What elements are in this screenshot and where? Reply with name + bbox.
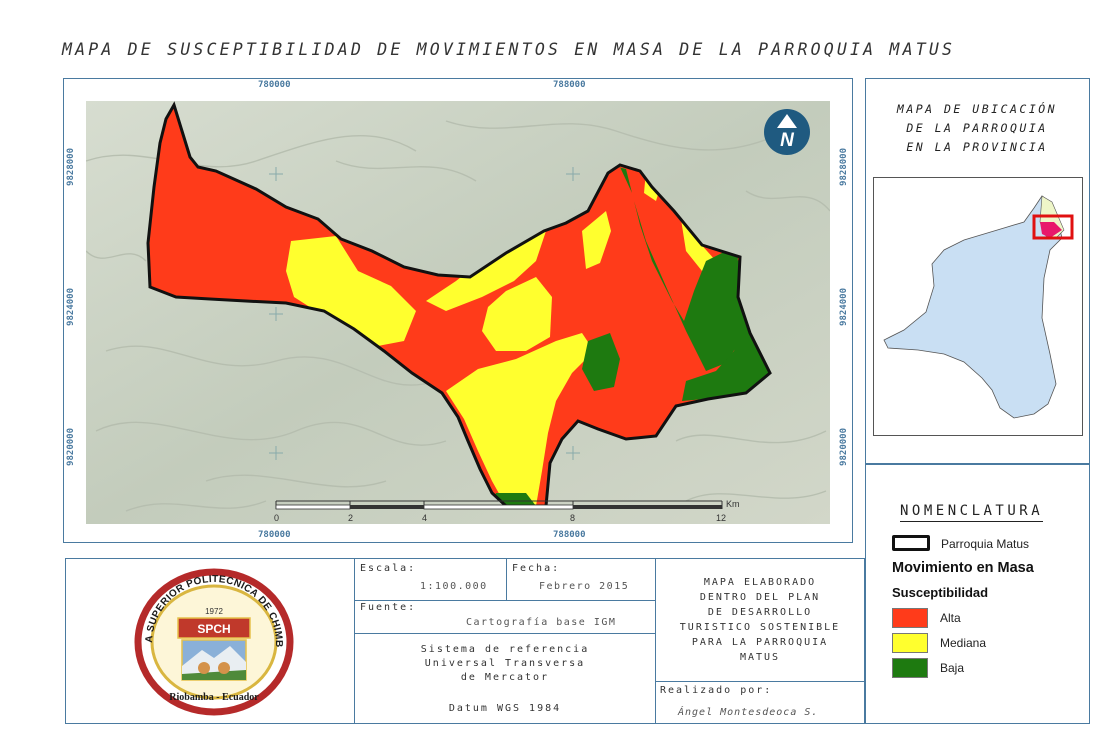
realizado-label: Realizado por: <box>660 685 773 696</box>
coord-bottom-1: 780000 <box>258 530 291 540</box>
legend-title: NOMENCLATURA <box>900 503 1044 522</box>
parish-locator-box <box>1032 214 1074 240</box>
fuente-value: Cartografía base IGM <box>466 617 617 628</box>
info-divider-v3 <box>655 558 656 724</box>
coord-left-2: 9824000 <box>66 288 76 326</box>
scale-unit: Km <box>726 499 740 509</box>
legend-subheading: Susceptibilidad <box>892 585 989 600</box>
sistema-line-3: de Mercator <box>460 672 550 683</box>
zone-baja <box>610 165 746 371</box>
institution-logo: ESCUELA SUPERIOR POLITECNICA DE CHIMBORA… <box>118 554 306 722</box>
info-divider-h3 <box>655 681 865 682</box>
scale-tick-0: 0 <box>274 513 280 523</box>
sistema-line-1: Sistema de referencia <box>420 644 590 655</box>
zone-mediana <box>482 277 552 351</box>
coord-right-2: 9824000 <box>839 288 849 326</box>
legend-frame <box>865 464 1090 724</box>
scale-tick-12: 12 <box>716 513 727 523</box>
relief-lines <box>86 120 830 512</box>
legend-swatch-mediana <box>892 633 928 653</box>
info-divider-h2 <box>354 633 655 634</box>
map-title: MAPA DE SUSCEPTIBILIDAD DE MOVIMIENTOS E… <box>62 40 956 59</box>
legend-heading: Movimiento en Masa <box>892 560 1034 576</box>
coord-top-1: 780000 <box>258 80 291 90</box>
scale-tick-8: 8 <box>570 513 576 523</box>
zone-mediana <box>582 211 611 269</box>
legend-boundary-swatch <box>892 535 930 551</box>
legend-label-alta: Alta <box>940 611 961 625</box>
legend-swatch-alta <box>892 608 928 628</box>
fuente-label: Fuente: <box>360 602 417 613</box>
logo-initials: SPCH <box>197 622 230 636</box>
elaborado-line-6: MATUS <box>739 652 781 663</box>
locator-title: MAPA DE UBICACIÓN DE LA PARROQUIA EN LA … <box>866 100 1088 157</box>
sistema-referencia: Sistema de referencia Universal Transver… <box>356 643 654 685</box>
fecha-label: Fecha: <box>512 563 561 574</box>
coord-top-2: 788000 <box>553 80 586 90</box>
parish-highlight <box>1040 222 1062 238</box>
logo-bottom-text: Riobamba - Ecuador <box>169 692 259 703</box>
north-arrow-icon: N <box>763 108 811 156</box>
zone-mediana <box>426 229 546 311</box>
escala-value: 1:100.000 <box>420 581 488 592</box>
info-divider-v1 <box>354 558 355 724</box>
locator-title-line-1: MAPA DE UBICACIÓN <box>896 102 1058 116</box>
elaborado-line-1: MAPA ELABORADO <box>703 577 817 588</box>
info-divider-h1 <box>354 600 655 601</box>
coord-right-3: 9820000 <box>839 428 849 466</box>
legend-label-baja: Baja <box>940 661 965 675</box>
coord-bottom-2: 788000 <box>553 530 586 540</box>
logo-year: 1972 <box>205 607 223 616</box>
elaborado-line-5: PARA LA PARROQUIA <box>691 637 829 648</box>
legend-boundary-label: Parroquia Matus <box>941 537 1030 551</box>
zone-mediana <box>446 333 594 506</box>
info-divider-v2 <box>506 558 507 600</box>
parish-boundary <box>146 101 772 508</box>
zone-mediana <box>286 236 416 346</box>
sistema-line-2: Universal Transversa <box>424 658 586 669</box>
main-map <box>86 101 830 524</box>
north-letter: N <box>780 130 795 151</box>
province-shape <box>883 195 1063 419</box>
scale-bar <box>275 500 723 510</box>
locator-title-line-2: DE LA PARROQUIA <box>906 121 1048 135</box>
locator-title-line-3: EN LA PROVINCIA <box>906 140 1048 154</box>
legend-swatch-baja <box>892 658 928 678</box>
realizado-value: Ángel Montesdeoca S. <box>678 707 819 718</box>
legend-label-mediana: Mediana <box>940 636 987 650</box>
coord-right-1: 9828000 <box>839 148 849 186</box>
coord-left-1: 9828000 <box>66 148 76 186</box>
coord-left-3: 9820000 <box>66 428 76 466</box>
locator-map <box>873 177 1083 436</box>
zone-baja <box>682 257 770 401</box>
elaborado-line-4: TURISTICO SOSTENIBLE <box>679 622 841 633</box>
elaborado-text: MAPA ELABORADO DENTRO DEL PLAN DE DESARR… <box>657 575 863 665</box>
scale-tick-2: 2 <box>348 513 354 523</box>
zone-baja <box>582 333 620 391</box>
elaborado-line-2: DENTRO DEL PLAN <box>699 592 821 603</box>
scale-tick-4: 4 <box>422 513 428 523</box>
elaborado-line-3: DE DESARROLLO <box>707 607 813 618</box>
datum: Datum WGS 1984 <box>448 703 562 714</box>
escala-label: Escala: <box>360 563 417 574</box>
fecha-value: Febrero 2015 <box>539 581 630 592</box>
